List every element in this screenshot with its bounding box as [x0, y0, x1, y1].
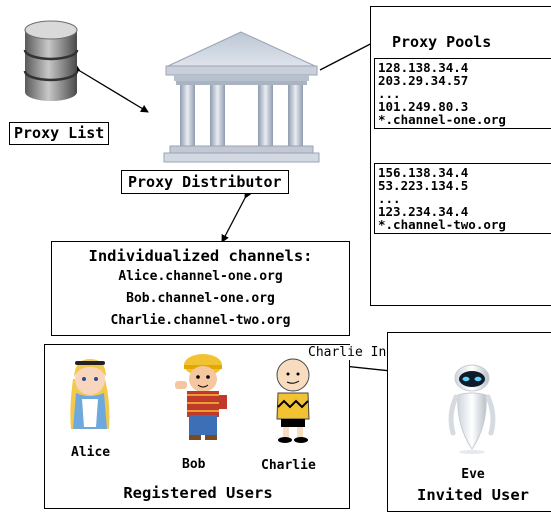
user-name-eve: Eve: [461, 467, 485, 482]
proxy-pools-title: Proxy Pools: [392, 33, 492, 51]
proxy-pool-channel-one: 128.138.34.4 203.29.34.57 ... 101.249.80…: [374, 58, 551, 129]
proxy-pool-channel-two: 156.138.34.4 53.223.134.5 ... 123.234.34…: [374, 163, 551, 234]
pool-entry: 101.249.80.3: [378, 99, 469, 114]
alice-avatar: [63, 349, 117, 434]
pool-entry: 203.29.34.57: [378, 73, 469, 88]
proxy-list-label: Proxy List: [9, 122, 110, 145]
channel-item: Bob.channel-one.org: [126, 291, 275, 306]
pool-entry: 156.138.34.4: [378, 165, 469, 180]
arrow-distributor-channels: [221, 189, 252, 243]
invited-user-panel: Eve Invited User: [387, 332, 551, 512]
database-icon: [23, 20, 79, 102]
pool-entry: 53.223.134.5: [378, 178, 469, 193]
charlie-avatar: [271, 355, 315, 443]
channels-title: Individualized channels:: [88, 247, 313, 265]
user-name-alice: Alice: [71, 445, 111, 460]
registered-users-title: Registered Users: [123, 484, 273, 502]
channel-item: Alice.channel-one.org: [118, 269, 283, 284]
pool-entry: 123.234.34.4: [378, 204, 469, 219]
registered-users-panel: Alice Bob: [44, 344, 350, 509]
user-name-charlie: Charlie: [261, 458, 316, 473]
user-name-bob: Bob: [182, 457, 206, 472]
individualized-channels-box: Individualized channels: Alice.channel-o…: [51, 241, 350, 336]
pool-entry: *.channel-one.org: [378, 112, 506, 127]
bob-avatar: [171, 351, 237, 441]
pool-entry: 128.138.34.4: [378, 60, 469, 75]
proxy-distributor-label: Proxy Distributor: [121, 170, 289, 194]
invited-user-title: Invited User: [417, 486, 529, 504]
building-icon: [160, 28, 323, 168]
arrow-list-distributor: [71, 63, 149, 113]
pool-entry: ...: [378, 86, 401, 101]
channel-item: Charlie.channel-two.org: [110, 313, 291, 328]
proxy-pools-panel: Proxy Pools 128.138.34.4 203.29.34.57 ..…: [370, 6, 551, 306]
pool-entry: *.channel-two.org: [378, 217, 506, 232]
pool-entry: ...: [378, 191, 401, 206]
eve-avatar: [444, 363, 500, 455]
